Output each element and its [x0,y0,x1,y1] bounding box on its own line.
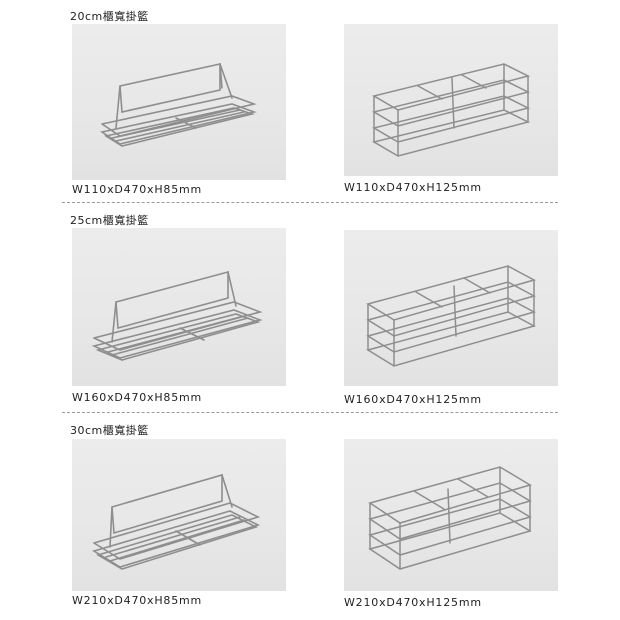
product-image-low-basket-20cm [72,24,286,180]
product-dimensions: W210xD470xH125mm [344,596,482,609]
wire-basket-tall-illustration [372,63,531,157]
product-dimensions: W110xD470xH125mm [344,181,482,194]
product-image-tall-basket-25cm [344,230,558,386]
product-dimensions: W110xD470xH85mm [72,183,203,196]
product-image-tall-basket-30cm [344,439,558,591]
section-title-20cm: 20cm櫃寬掛籃 [70,10,149,23]
section-divider [62,412,558,413]
wire-basket-tall-illustration [368,466,532,570]
product-dimensions: W160xD470xH85mm [72,391,203,404]
product-image-low-basket-30cm [72,439,286,591]
wire-basket-tall-illustration [366,265,536,367]
section-title-30cm: 30cm櫃寬掛籃 [70,424,149,437]
section-divider [62,202,558,203]
product-image-low-basket-25cm [72,228,286,386]
product-dimensions: W210xD470xH85mm [72,594,203,607]
wire-basket-low-illustration [99,63,257,147]
wire-basket-low-illustration [91,270,263,361]
product-dimensions: W160xD470xH125mm [344,393,482,406]
product-image-tall-basket-20cm [344,24,558,176]
wire-basket-low-illustration [92,473,261,570]
section-title-25cm: 25cm櫃寬掛籃 [70,214,149,227]
